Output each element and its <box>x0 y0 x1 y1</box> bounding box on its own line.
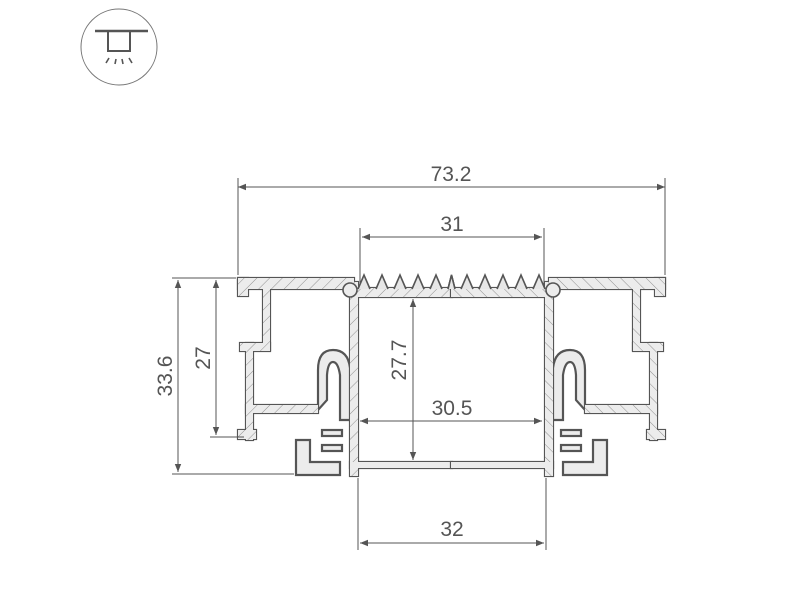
profile-half-left <box>236 272 456 478</box>
dim-channel-bottom-width: 32 <box>440 518 463 541</box>
dimension-lines <box>172 178 666 550</box>
dim-channel-top-width: 31 <box>440 213 463 236</box>
dim-flange-height: 27 <box>192 346 215 369</box>
dim-channel-depth: 27.7 <box>388 340 411 381</box>
recessed-ceiling-light-icon <box>80 8 158 86</box>
dim-channel-inner-width: 30.5 <box>432 397 473 420</box>
dim-total-width: 73.2 <box>431 163 472 186</box>
dim-total-height: 33.6 <box>154 356 177 397</box>
